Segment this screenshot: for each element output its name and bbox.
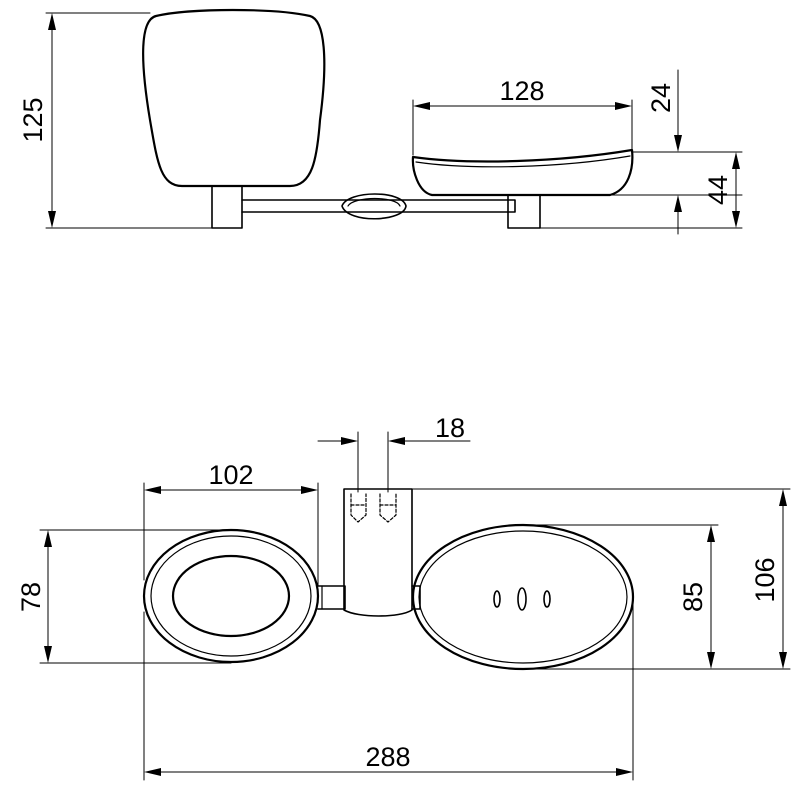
cup-holder-post — [211, 185, 243, 229]
dim-cup-ring-depth: 78 — [16, 582, 46, 612]
dim-cup-height: 125 — [18, 97, 48, 142]
soap-dish-rim — [415, 155, 631, 168]
wall-mount-top — [343, 488, 413, 617]
mount-screw-right — [379, 493, 397, 523]
cup-ring-inner — [171, 554, 291, 638]
top-view: 102 18 78 85 106 288 — [16, 413, 791, 781]
cup-arm-connector — [317, 585, 346, 610]
cup-ring-mid — [150, 535, 312, 657]
connecting-bar — [241, 199, 516, 213]
dish-ring-outer — [411, 523, 635, 671]
wall-mount-side — [341, 193, 407, 220]
dim-dish-ring-depth: 85 — [678, 582, 708, 612]
dim-dish-width: 128 — [499, 76, 544, 106]
dim-cup-ring-width: 102 — [208, 460, 253, 490]
dim-dish-height: 44 — [703, 175, 733, 205]
dim-overall-depth: 106 — [750, 557, 780, 602]
mount-screw-left — [350, 493, 367, 523]
dish-arm-connector — [411, 585, 421, 610]
drain-slot-3 — [543, 590, 551, 608]
drain-slot-1 — [493, 590, 501, 608]
drain-slot-2 — [517, 587, 527, 611]
dim-dish-rim: 24 — [646, 83, 676, 113]
dim-overall-length: 288 — [365, 742, 410, 772]
wall-mount-side-detail — [347, 197, 401, 207]
dim-mount-width: 18 — [435, 413, 465, 443]
cup-ring-outer — [142, 528, 320, 664]
side-view: 125 128 24 44 — [18, 8, 743, 235]
tumbler-cup — [142, 8, 326, 188]
dish-ring-inner — [418, 530, 628, 664]
soap-dish — [411, 148, 634, 197]
